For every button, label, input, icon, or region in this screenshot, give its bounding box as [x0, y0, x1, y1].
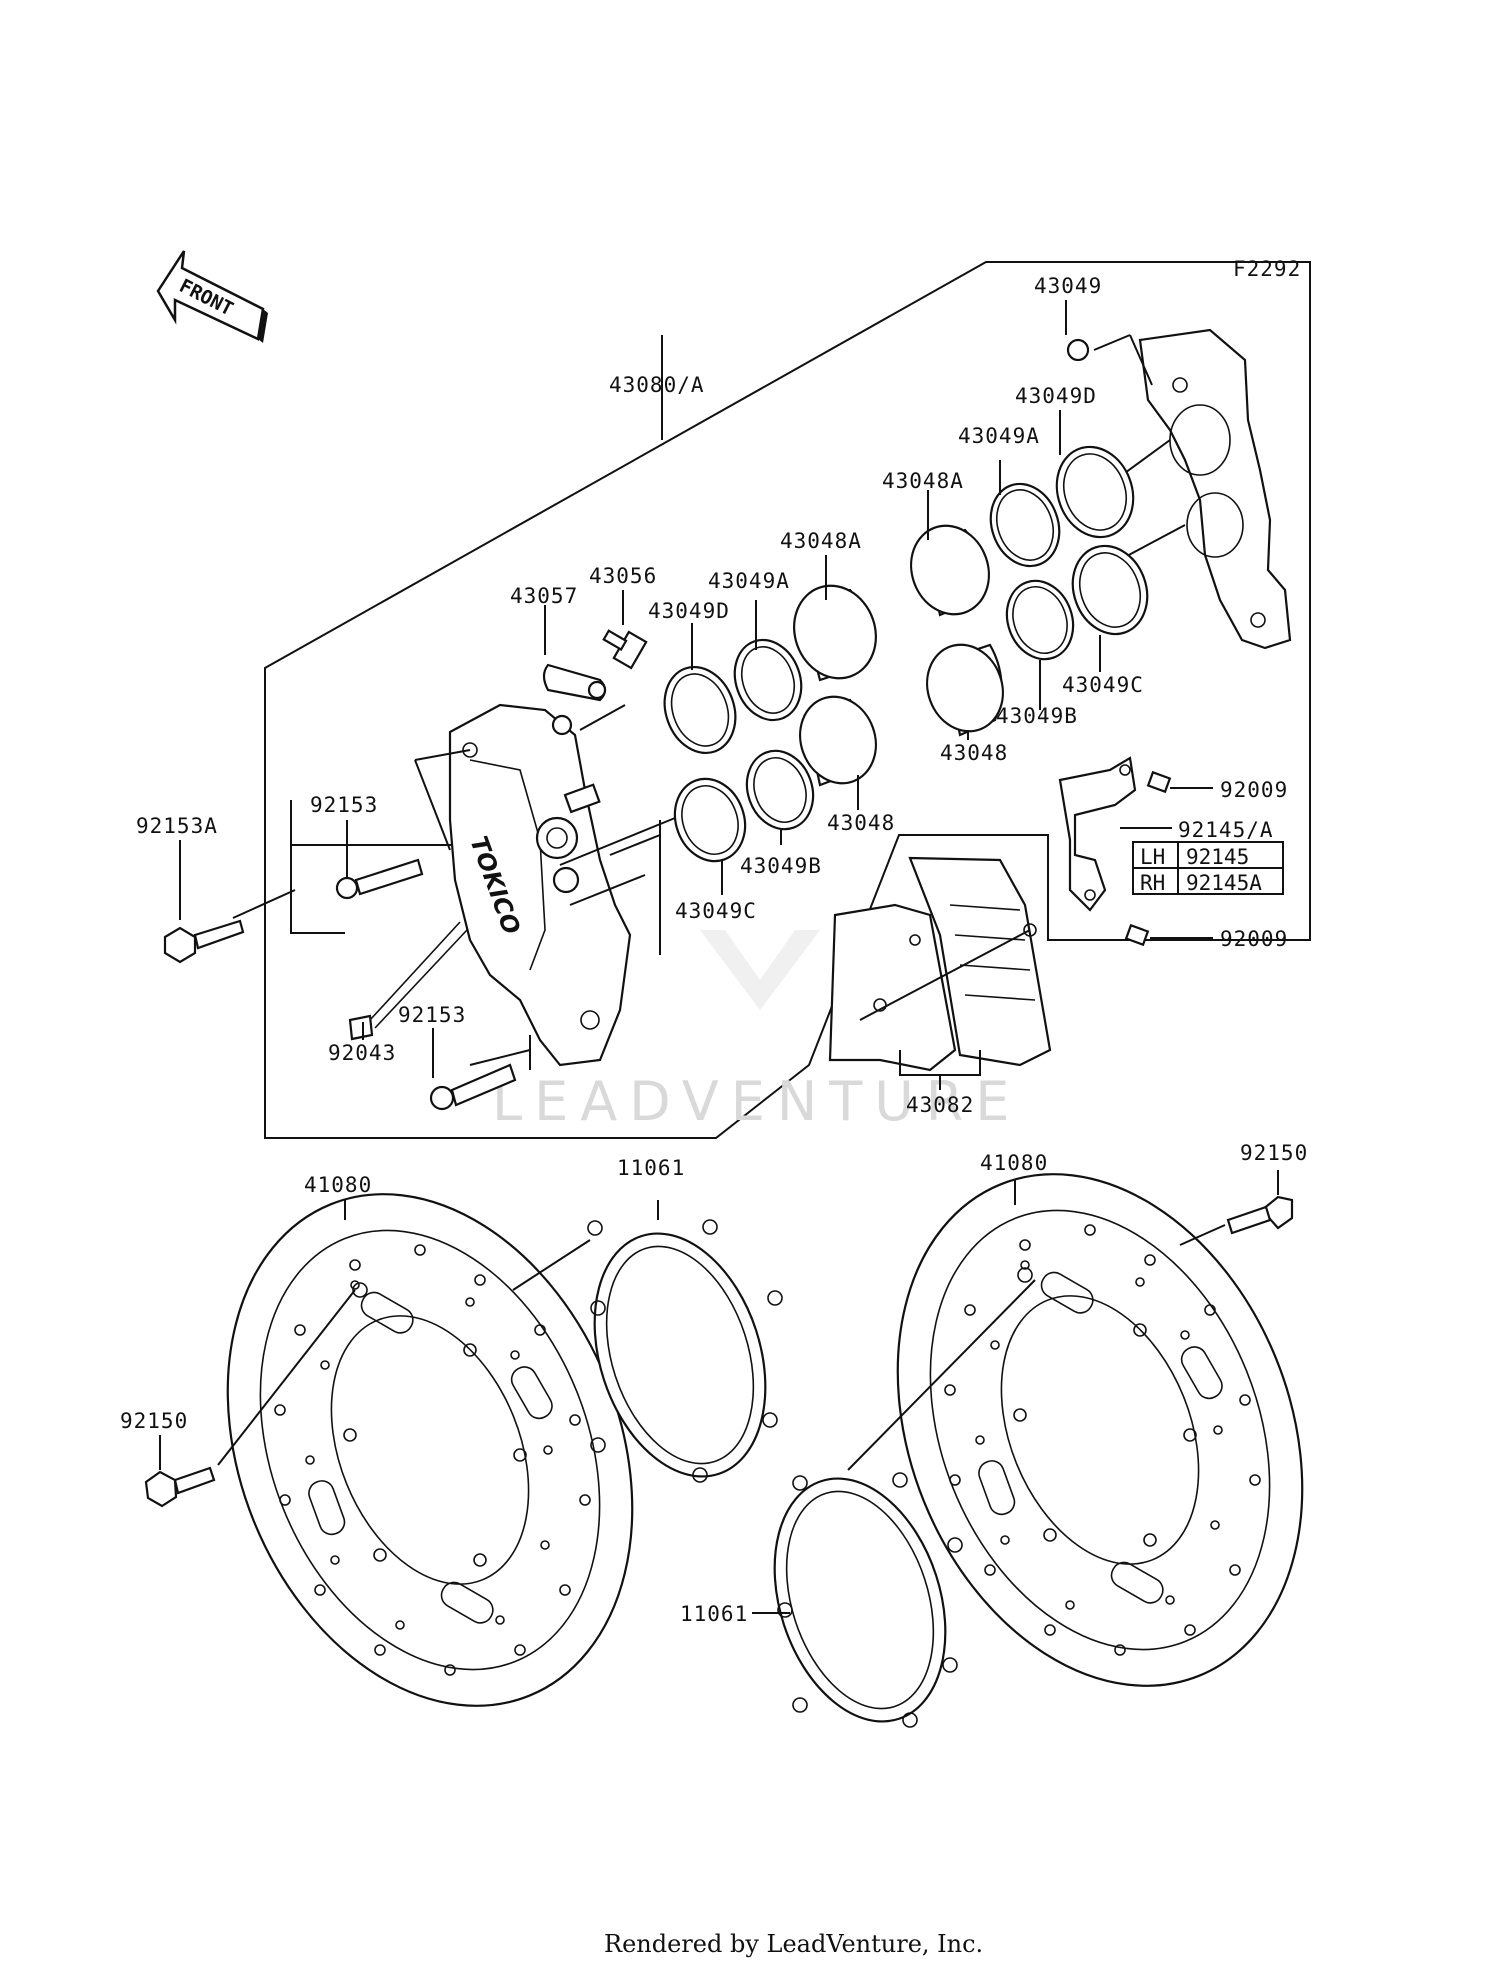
front-arrow-icon: FRONT: [156, 250, 268, 343]
label-92153-top: 92153: [310, 793, 378, 817]
label-43049D-left: 43049D: [648, 599, 730, 623]
label-92153A: 92153A: [136, 814, 218, 838]
label-92009-top: 92009: [1220, 778, 1288, 802]
label-43049B-left: 43049B: [740, 854, 822, 878]
table-row-lh-part: 92145: [1186, 845, 1249, 869]
label-92043: 92043: [328, 1041, 396, 1065]
bolt-92153-bottom: [429, 1063, 517, 1111]
label-43049C-left: 43049C: [675, 899, 757, 923]
label-92150-right: 92150: [1240, 1141, 1308, 1165]
pin-92043: [348, 921, 468, 1041]
table-row-rh-side: RH: [1140, 871, 1165, 895]
label-41080-left: 41080: [304, 1173, 372, 1197]
label-43048-right: 43048: [940, 741, 1008, 765]
pad-spring-bracket: [1058, 756, 1137, 912]
label-43056: 43056: [589, 564, 657, 588]
label-43048A-left: 43048A: [780, 529, 862, 553]
label-41080-right: 41080: [980, 1151, 1048, 1175]
banjo-fitting: [542, 663, 607, 702]
label-43049A-left: 43049A: [708, 569, 790, 593]
watermark-text: LEADVENTURE: [492, 1070, 1021, 1133]
bolt-92153-top: [335, 858, 424, 900]
union-icon: [551, 714, 573, 736]
label-43049A-right: 43049A: [958, 424, 1040, 448]
brake-disc-left: [226, 1193, 634, 1707]
brake-disc-right: [896, 1173, 1304, 1687]
bleed-cap-icon: [1066, 338, 1090, 362]
gasket-11061-bottom: [773, 1472, 963, 1728]
table-row-rh-part: 92145A: [1186, 871, 1262, 895]
label-43048A-right: 43048A: [882, 469, 964, 493]
label-92150-left: 92150: [120, 1409, 188, 1433]
watermark-logo: [700, 930, 820, 1010]
left-caliper-half: TOKICO: [448, 703, 632, 1067]
label-43049: 43049: [1034, 274, 1102, 298]
label-11061-top: 11061: [617, 1156, 685, 1180]
label-43049C-right: 43049C: [1062, 673, 1144, 697]
label-92145A: 92145/A: [1178, 818, 1274, 842]
label-43082: 43082: [906, 1093, 974, 1117]
brake-pad-front: [828, 903, 957, 1072]
bolt-92153A: [163, 919, 245, 964]
screw-92009-top: [1146, 770, 1172, 794]
left-seals-pistons: [663, 584, 877, 863]
label-43049B-right: 43049B: [996, 704, 1078, 728]
disc-bolt-92150-left: [144, 1466, 216, 1508]
right-seals-pistons: [910, 445, 1149, 737]
label-11061-bottom: 11061: [680, 1602, 748, 1626]
right-caliper-half: [1066, 328, 1292, 650]
label-43057: 43057: [510, 584, 578, 608]
bracket-table: LH 92145 RH 92145A: [1132, 841, 1284, 895]
label-43080A: 43080/A: [609, 373, 705, 397]
label-92153-bottom: 92153: [398, 1003, 466, 1027]
caliper-assembly-boundary: [264, 261, 1311, 1139]
diagram-code: F2292: [1233, 257, 1301, 281]
disc-bolt-92150-right: [1226, 1195, 1294, 1235]
gasket-11061-top: [587, 1219, 783, 1483]
label-43048-left: 43048: [827, 811, 895, 835]
label-92009-bottom: 92009: [1220, 927, 1288, 951]
screw-92009-bottom: [1124, 923, 1150, 947]
bleed-screw: [602, 629, 648, 670]
footer-credit: Rendered by LeadVenture, Inc.: [604, 1930, 983, 1958]
label-43049D-right: 43049D: [1015, 384, 1097, 408]
table-row-lh-side: LH: [1140, 845, 1165, 869]
pin-box-line: [290, 800, 345, 934]
